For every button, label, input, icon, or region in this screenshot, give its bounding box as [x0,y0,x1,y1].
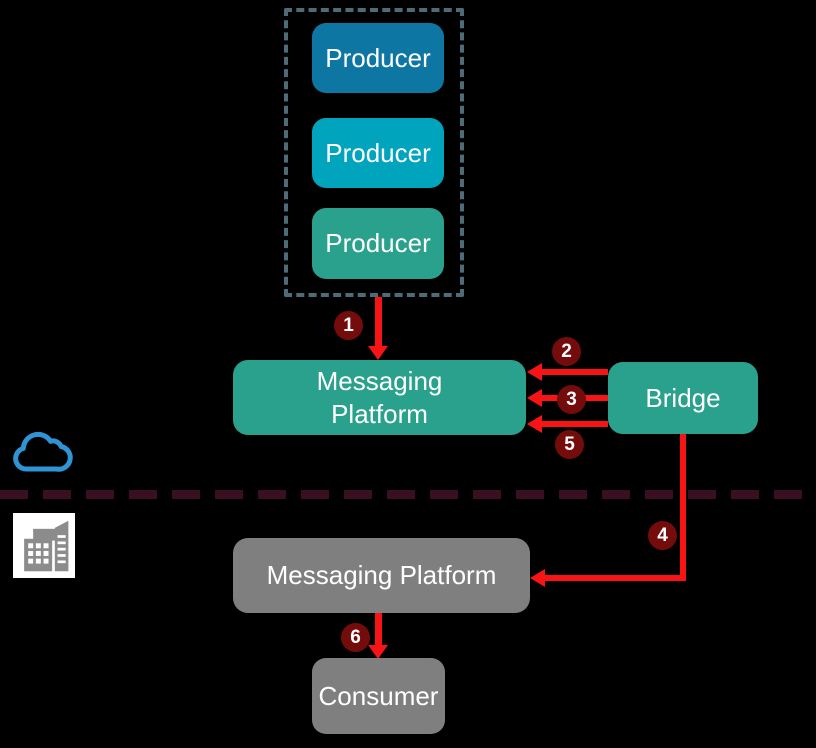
producer-3-label: Producer [325,228,431,259]
cloud-messaging-platform-node: Messaging Platform [233,360,526,435]
producer-group-container [284,8,464,297]
consumer-label: Consumer [318,680,439,711]
step-badge-3: 3 [557,385,586,414]
arrow-3-head [527,389,542,407]
step-5-number: 5 [564,433,575,455]
arrow-1-head [368,346,388,360]
onprem-messaging-platform-node: Messaging Platform [233,538,530,613]
onprem-messaging-platform-label: Messaging Platform [266,560,497,591]
arrow-6-head [368,645,388,659]
step-badge-1: 1 [334,311,363,340]
arrow-5-head [527,415,542,433]
cloud-messaging-platform-label: Messaging Platform [316,366,443,429]
arrow-1-line [375,297,382,347]
step-badge-2: 2 [552,337,581,366]
step-4-number: 4 [657,524,668,546]
step-1-number: 1 [343,314,354,336]
step-badge-5: 5 [555,430,584,459]
arrow-2-head [527,363,542,381]
producer-1-label: Producer [325,42,431,73]
producer-2-label: Producer [325,137,431,168]
arrow-5-line [541,421,608,427]
bridge-label: Bridge [645,382,721,413]
step-3-number: 3 [566,388,577,410]
arrow-6-line [375,613,382,647]
on-premises-building-icon [13,513,75,578]
bridge-node: Bridge [608,362,758,434]
step-badge-4: 4 [648,521,677,550]
producer-node-1: Producer [312,23,444,93]
arrow-2-line [541,369,608,375]
consumer-node: Consumer [312,658,445,734]
step-2-number: 2 [561,340,572,362]
step-6-number: 6 [350,626,361,648]
arrow-4-head [530,569,545,587]
producer-node-2: Producer [312,118,444,188]
cloud-icon [10,429,74,475]
cloud-onprem-boundary-line [0,490,816,499]
producer-node-3: Producer [312,208,444,279]
step-badge-6: 6 [341,623,370,652]
arrow-4-vertical-line [680,434,686,581]
arrow-4-horizontal-line [544,575,686,581]
